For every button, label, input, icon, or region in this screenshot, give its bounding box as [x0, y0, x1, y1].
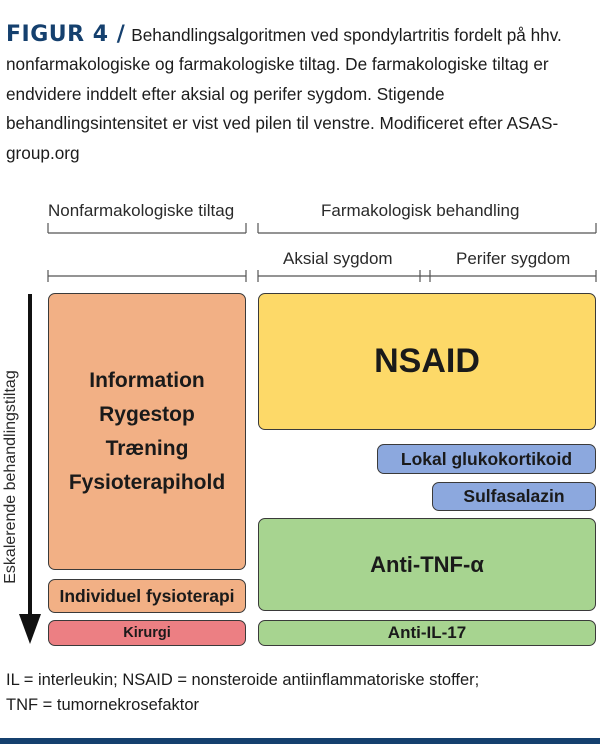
- footnote: IL = interleukin; NSAID = nonsteroide an…: [6, 668, 596, 718]
- local-glucocorticoid-box: Lokal glukokortikoid: [377, 444, 596, 474]
- nonpharmacological-item: Fysioterapihold: [68, 470, 226, 494]
- anti-tnf-box: Anti-TNF-α: [258, 518, 596, 611]
- header-axial-disease: Aksial sygdom: [283, 249, 393, 268]
- bottom-rule: [0, 738, 600, 744]
- sulfasalazine-box: Sulfasalazin: [432, 482, 596, 511]
- footnote-line-2: TNF = tumornekrosefaktor: [6, 696, 200, 714]
- anti-il17-box: Anti-IL-17: [258, 620, 596, 646]
- nsaid-box: NSAID: [258, 293, 596, 430]
- nonpharmacological-item: Rygestop: [99, 402, 195, 426]
- escalation-axis-label: Eskalerende behandlingstiltag: [2, 370, 19, 584]
- individual-physiotherapy-box: Individuel fysioterapi: [48, 579, 246, 613]
- footnote-line-1: IL = interleukin; NSAID = nonsteroide an…: [6, 671, 480, 689]
- surgery-box: Kirurgi: [48, 620, 246, 646]
- header-peripheral-disease: Perifer sygdom: [456, 249, 571, 268]
- nonpharmacological-item: Træning: [105, 436, 189, 460]
- figure-label: FIGUR 4 /: [6, 22, 126, 47]
- caption-text: Behandlingsalgoritmen ved spondylartriti…: [6, 25, 562, 163]
- header-pharmacological: Farmakologisk behandling: [321, 201, 520, 220]
- nonpharmacological-item: Information: [89, 368, 205, 392]
- escalation-arrow-head: [19, 614, 41, 644]
- figure-caption: FIGUR 4 /Behandlingsalgoritmen ved spond…: [6, 20, 592, 168]
- header-nonpharmacological: Nonfarmakologiske tiltag: [48, 201, 235, 220]
